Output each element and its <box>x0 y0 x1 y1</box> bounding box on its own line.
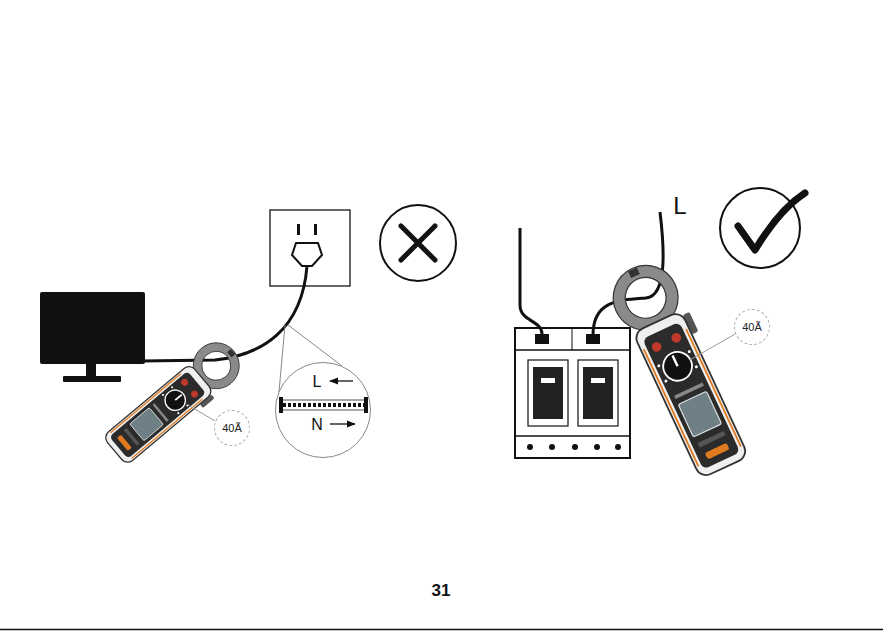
cable-cross-section <box>279 381 368 424</box>
magnifier-callout: LN <box>275 362 371 458</box>
range-callout: 40Ã <box>214 410 250 446</box>
wall-outlet <box>270 210 350 286</box>
wire-label: L <box>673 194 686 218</box>
circuit-breaker <box>515 328 630 458</box>
clamp-meter <box>603 254 756 481</box>
conductor-label: N <box>311 417 323 433</box>
wrong-mark <box>380 205 456 281</box>
range-callout: 40Ã <box>734 309 770 345</box>
monitor <box>40 292 145 364</box>
range-label: 40Ã <box>222 423 242 434</box>
range-label: 40Ã <box>742 322 762 333</box>
clamp-meter <box>100 333 249 469</box>
conductor-label: L <box>313 374 322 390</box>
page-number: 31 <box>432 582 451 599</box>
correct-mark <box>720 188 805 268</box>
